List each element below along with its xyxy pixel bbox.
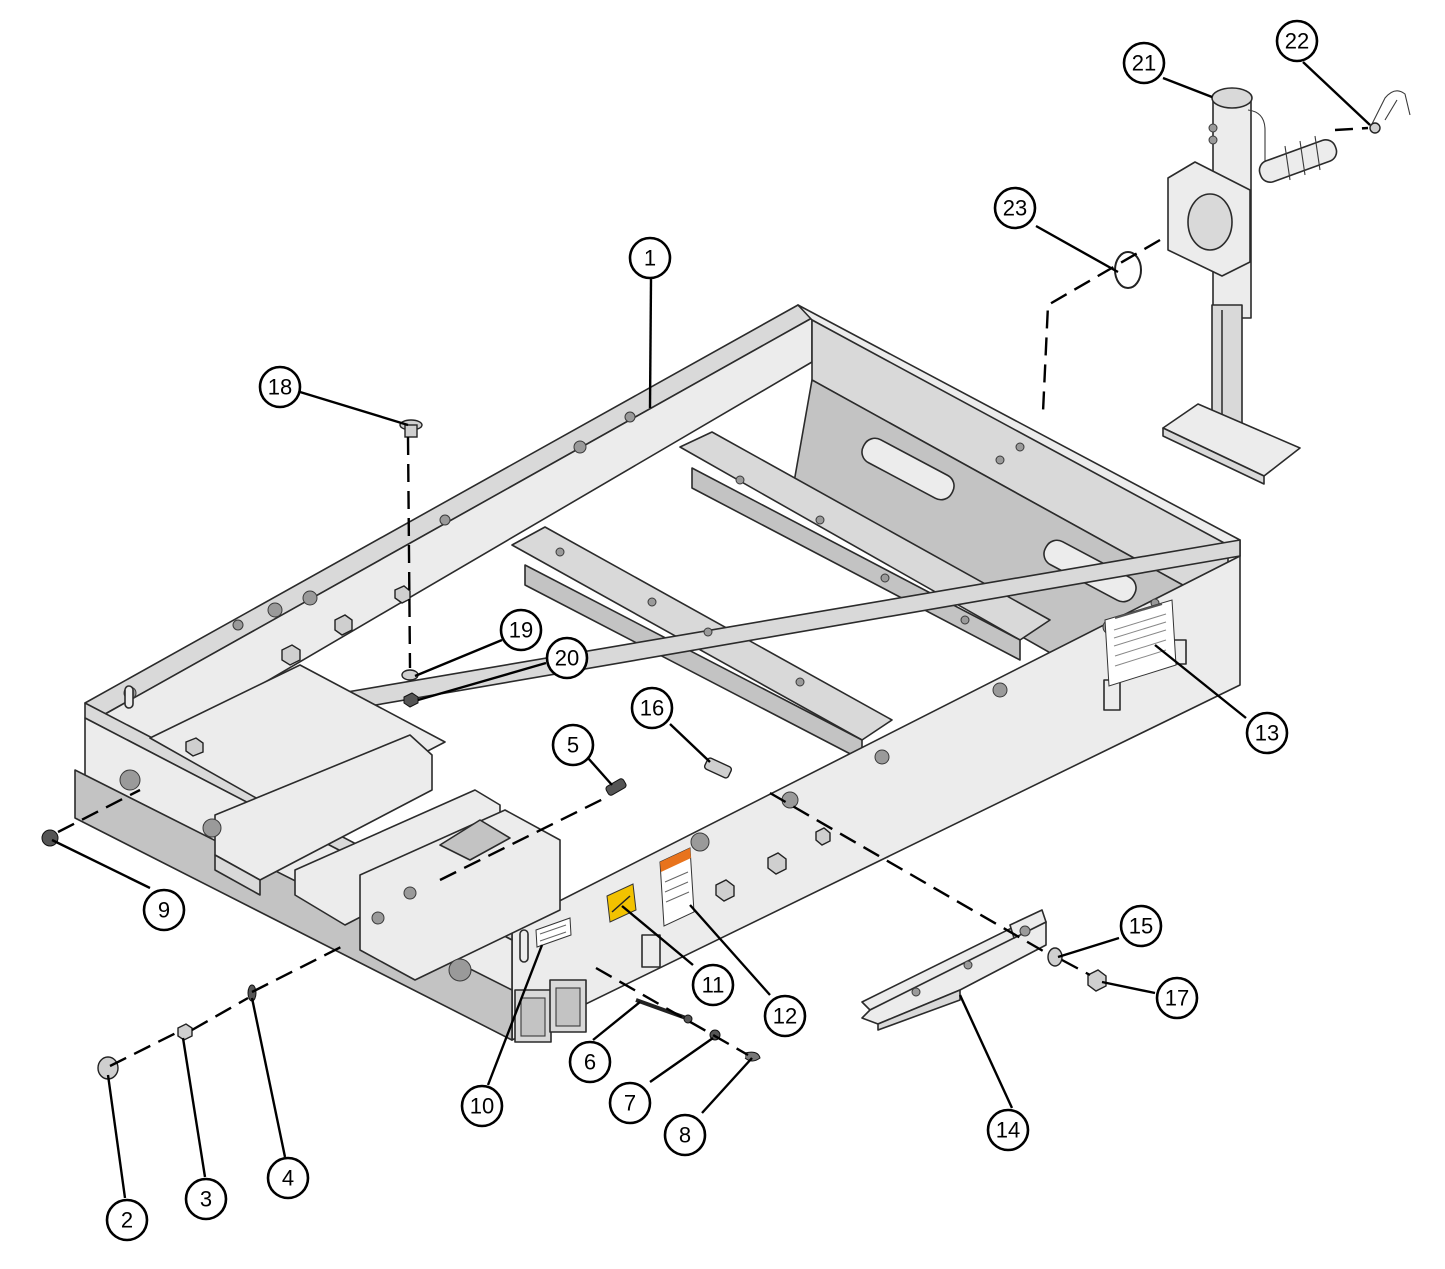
bracket-14 [861,909,1047,1031]
callout-15-label: 15 [1129,914,1153,939]
callout-19: 19 [499,608,543,652]
callout-16: 16 [630,686,674,730]
callout-11-label: 11 [702,973,725,998]
callout-12-label: 12 [773,1004,797,1029]
callout-22: 22 [1275,19,1319,63]
callout-13-label: 13 [1255,721,1279,746]
callout-4-label: 4 [282,1166,294,1191]
leader-lines [51,61,1371,1199]
callout-7-label: 7 [624,1091,636,1116]
callout-19-label: 19 [509,618,533,643]
callout-2: 2 [105,1198,149,1242]
callout-1-label: 1 [644,246,656,271]
callout-6-label: 6 [584,1050,596,1075]
callout-23: 23 [993,186,1037,230]
decal-serial-plate [1104,599,1177,687]
callout-8-label: 8 [679,1123,691,1148]
hardware-17-nut [1087,969,1107,992]
hardware-18-bolt [399,419,423,438]
callout-13: 13 [1245,711,1289,755]
callout-23-label: 23 [1003,196,1027,221]
callout-3-label: 3 [200,1187,212,1212]
callout-11: 11 [691,963,735,1007]
callout-4: 4 [266,1156,310,1200]
callout-6: 6 [568,1040,612,1084]
decal-plate-10 [535,917,572,948]
callout-12: 12 [763,994,807,1038]
callout-20: 20 [545,636,589,680]
callout-17-label: 17 [1165,986,1189,1011]
callout-7: 7 [608,1081,652,1125]
hardware-16-bolt [703,757,733,779]
callout-14-label: 14 [996,1118,1020,1143]
hardware-3-nut [177,1023,193,1041]
callout-17: 17 [1155,976,1199,1020]
callout-5: 5 [551,723,595,767]
callout-1: 1 [628,236,672,280]
callout-9: 9 [142,888,186,932]
callout-9-label: 9 [158,898,170,923]
main-frame [74,304,1241,1043]
hardware-5-bolt [605,778,627,796]
callout-10: 10 [460,1084,504,1128]
callout-18-label: 18 [268,375,292,400]
callout-20-label: 20 [555,646,579,671]
hardware-6-pin [635,998,693,1024]
callout-21-label: 21 [1132,51,1156,76]
callout-3: 3 [184,1177,228,1221]
assembly-lines [57,126,1369,1068]
callout-22-label: 22 [1285,29,1309,54]
decal-caution [659,847,695,927]
callout-14: 14 [986,1108,1030,1152]
hardware-20-nut [403,692,419,708]
callout-18: 18 [258,365,302,409]
callout-2-label: 2 [121,1208,133,1233]
callout-8: 8 [663,1113,707,1157]
hardware-9-washer [41,829,59,847]
callout-15: 15 [1119,904,1163,948]
callout-10-label: 10 [470,1094,494,1119]
callout-21: 21 [1122,41,1166,85]
callout-5-label: 5 [567,733,579,758]
callout-16-label: 16 [640,696,664,721]
trailer-jack [1114,87,1411,485]
